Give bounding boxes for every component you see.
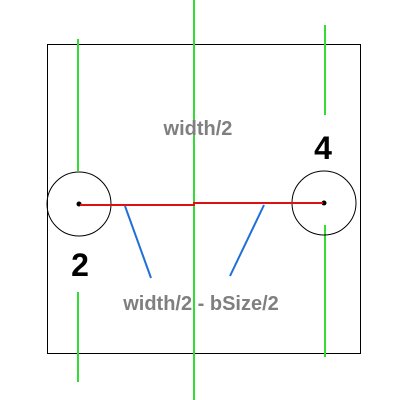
measure-line <box>80 202 323 206</box>
right-ball-center-dot <box>321 200 327 206</box>
right-pointer-line <box>229 204 265 277</box>
bottom-formula-label: width/2 - bSize/2 <box>122 293 279 315</box>
left-number-label: 2 <box>71 247 89 283</box>
top-formula-label: width/2 <box>163 118 233 140</box>
right-number-label: 4 <box>314 130 332 166</box>
left-pointer-line <box>124 205 152 279</box>
